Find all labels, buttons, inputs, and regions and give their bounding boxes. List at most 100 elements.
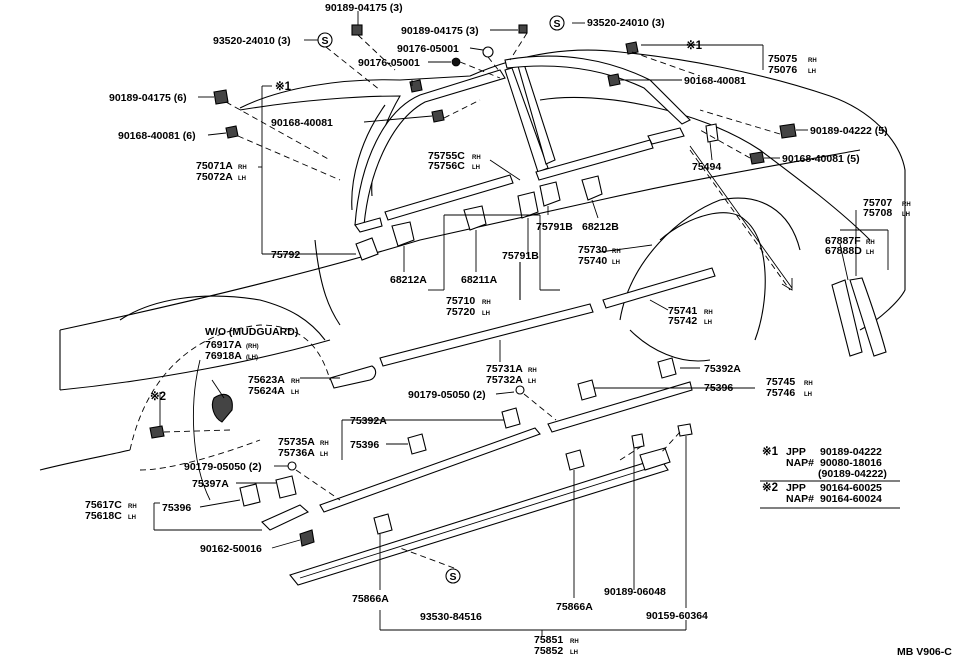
clip-icon xyxy=(518,24,528,34)
clip-75396 xyxy=(577,379,597,401)
svg-text:LH: LH xyxy=(482,311,490,317)
label-68212B: 68212B xyxy=(582,221,619,233)
extension-75707 xyxy=(831,277,887,357)
side-mouldings xyxy=(261,267,716,586)
clip-68212A xyxy=(391,221,415,247)
label-75736A: 75736A xyxy=(278,447,315,459)
car-body-outline xyxy=(39,49,906,471)
arrow-icon xyxy=(689,145,793,291)
svg-text:LH: LH xyxy=(291,390,299,396)
label-75397A: 75397A xyxy=(192,478,229,490)
label-75617C: 75617C xyxy=(85,499,122,511)
s-symbol-icon xyxy=(445,568,461,584)
svg-text:LH: LH xyxy=(866,250,874,256)
label-75735A: 75735A xyxy=(278,436,315,448)
label-90168-40081: 90168-40081 xyxy=(684,75,746,87)
clips xyxy=(149,24,797,547)
label-wo-mudguard: W/O (MUDGUARD) xyxy=(205,326,298,338)
label-93530-84516: 93530-84516 xyxy=(420,611,482,623)
clip-icon xyxy=(779,123,797,139)
belt-moulding-75730 xyxy=(535,139,654,181)
screw-icon xyxy=(749,151,765,165)
svg-text:LH: LH xyxy=(808,69,816,75)
svg-text:NAP#: NAP# xyxy=(786,493,814,505)
svg-text:RH: RH xyxy=(528,368,537,374)
belt-moulding-75710 xyxy=(384,174,514,221)
svg-text:RH: RH xyxy=(570,639,579,645)
svg-text:RH: RH xyxy=(482,300,491,306)
clip-90189-06048 xyxy=(631,433,645,449)
label-75740: 75740 xyxy=(578,255,607,267)
svg-text:RH: RH xyxy=(472,155,481,161)
label-93520-24010: 93520-24010 (3) xyxy=(213,35,291,47)
svg-text:LH: LH xyxy=(238,176,246,182)
label-75618C: 75618C xyxy=(85,510,122,522)
s-symbols: S S S xyxy=(317,15,565,584)
nut-icon xyxy=(482,46,494,58)
label-75792: 75792 xyxy=(271,249,300,261)
clip-icon xyxy=(625,41,639,55)
label-90159-60364: 90159-60364 xyxy=(646,610,708,622)
clip-68212B xyxy=(581,175,603,201)
label-75623A: 75623A xyxy=(248,374,285,386)
clip-75792 xyxy=(355,237,379,261)
label-75755C: 75755C xyxy=(428,150,465,162)
label-67887F: 67887F xyxy=(825,235,861,247)
screw-icon xyxy=(225,125,239,139)
svg-text:RH: RH xyxy=(291,379,300,385)
label-75730: 75730 xyxy=(578,244,607,256)
label-75624A: 75624A xyxy=(248,385,285,397)
label-75494: 75494 xyxy=(692,161,721,173)
moulding-75617C xyxy=(261,504,309,531)
label-90189-04175: 90189-04175 (6) xyxy=(109,92,187,104)
svg-text:LH: LH xyxy=(320,452,328,458)
label-75075: 75075 xyxy=(768,53,797,65)
label-75742: 75742 xyxy=(668,315,697,327)
label-75791B: 75791B xyxy=(536,221,573,233)
svg-text:90080-18016: 90080-18016 xyxy=(820,457,882,469)
label-90168-40081: 90168-40081 xyxy=(271,117,333,129)
label-90189-04175: 90189-04175 (3) xyxy=(325,2,403,14)
label-75791B: 75791B xyxy=(502,250,539,262)
front-wheel-arch xyxy=(129,324,331,451)
clip-75396 xyxy=(407,433,427,455)
svg-text:RH: RH xyxy=(704,310,713,316)
notes-block: ※1 JPP 90189-04222 NAP# 90080-18016 (901… xyxy=(760,445,900,509)
svg-text:RH: RH xyxy=(808,58,817,64)
svg-text:LH: LH xyxy=(704,320,712,326)
screw-icon xyxy=(149,425,165,439)
label-75720: 75720 xyxy=(446,306,475,318)
moulding-75741 xyxy=(602,267,716,309)
svg-text:JPP: JPP xyxy=(786,482,806,494)
label-75707: 75707 xyxy=(863,197,892,209)
label-75396: 75396 xyxy=(162,502,191,514)
svg-text:LH: LH xyxy=(472,165,480,171)
label-90179-05050: 90179-05050 (2) xyxy=(184,461,262,473)
svg-text:RH: RH xyxy=(320,441,329,447)
svg-text:(90189-04222): (90189-04222) xyxy=(818,468,887,480)
label-90176-05001: 90176-05001 xyxy=(397,43,459,55)
svg-text:LH: LH xyxy=(612,260,620,266)
clip-75866A xyxy=(565,449,585,471)
svg-text:LH: LH xyxy=(902,212,910,218)
svg-text:RH: RH xyxy=(866,240,875,246)
window-mouldings xyxy=(354,55,691,233)
label-75392A: 75392A xyxy=(704,363,741,375)
label-68211A: 68211A xyxy=(461,274,498,286)
moulding-75623A xyxy=(329,365,377,389)
label-75396: 75396 xyxy=(704,382,733,394)
label-75731A: 75731A xyxy=(486,363,523,375)
label-75392A: 75392A xyxy=(350,415,387,427)
mark-2: ※2 xyxy=(150,390,166,403)
screw-icon xyxy=(607,73,621,87)
label-90179-05050: 90179-05050 (2) xyxy=(408,389,486,401)
label-76917A: 76917A xyxy=(205,339,242,351)
mark-1: ※1 xyxy=(275,80,292,93)
label-90189-06048: 90189-06048 xyxy=(604,586,666,598)
clip-75392A xyxy=(501,407,521,429)
screw-icon xyxy=(677,423,693,437)
label-75851: 75851 xyxy=(534,634,563,646)
label-68212A: 68212A xyxy=(390,274,427,286)
part-labels: 90189-04175 (3) 93520-24010 (3) 90189-04… xyxy=(85,2,911,657)
